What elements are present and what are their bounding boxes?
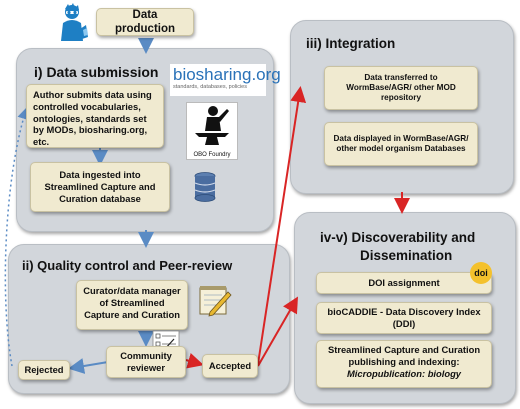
integration-title: iii) Integration (306, 36, 396, 51)
obo-foundry-label: OBO Foundry (193, 152, 231, 158)
arrow-accepted-to-integration (257, 86, 307, 365)
streamlined-publishing-box: Streamlined Capture and Curation publish… (316, 340, 492, 388)
community-reviewer-box: Community reviewer (106, 346, 186, 378)
biocaddie-box: bioCADDIE - Data Discovery Index (DDI) (316, 302, 492, 334)
doi-badge-icon: doi (470, 262, 492, 284)
streamlined-publishing-text: Streamlined Capture and Curation publish… (327, 344, 481, 367)
micropublication-text: Micropublication: biology (346, 367, 462, 379)
doi-assignment-box: DOI assignment (316, 272, 492, 294)
rejected-box: Rejected (18, 360, 70, 380)
arrow-community-to-accepted (185, 353, 204, 369)
data-displayed-box: Data displayed in WormBase/AGR/ other mo… (324, 122, 478, 166)
anvil-icon (195, 106, 229, 145)
biosharing-tagline: standards, databases, policies (173, 84, 247, 90)
obo-foundry-logo: OBO Foundry (186, 102, 238, 160)
arrow-rejected-to-submission-loop (4, 107, 30, 367)
quality-control-title: ii) Quality control and Peer-review (22, 258, 233, 273)
data-submission-title: i) Data submission (34, 64, 159, 80)
curator-box: Curator/data manager of Streamlined Capt… (76, 280, 188, 330)
data-ingested-box: Data ingested into Streamlined Capture a… (30, 162, 170, 212)
author-submits-box: Author submits data using controlled voc… (26, 84, 164, 148)
biosharing-logo-text: biosharing.org (173, 65, 281, 84)
biosharing-logo: biosharing.org standards, databases, pol… (170, 64, 281, 96)
arrow-community-to-rejected (68, 358, 109, 374)
arrow-accepted-to-discoverability (257, 296, 298, 367)
discoverability-title-line1: iv-v) Discoverability and (320, 230, 476, 245)
database-icon (194, 172, 216, 202)
accepted-box: Accepted (202, 354, 258, 378)
discoverability-title-line2: Dissemination (360, 248, 453, 263)
data-transferred-box: Data transferred to WormBase/AGR/ other … (324, 66, 478, 110)
notepad-icon (199, 286, 232, 317)
data-production-box: Data production (96, 8, 194, 36)
scientist-icon (61, 3, 88, 41)
